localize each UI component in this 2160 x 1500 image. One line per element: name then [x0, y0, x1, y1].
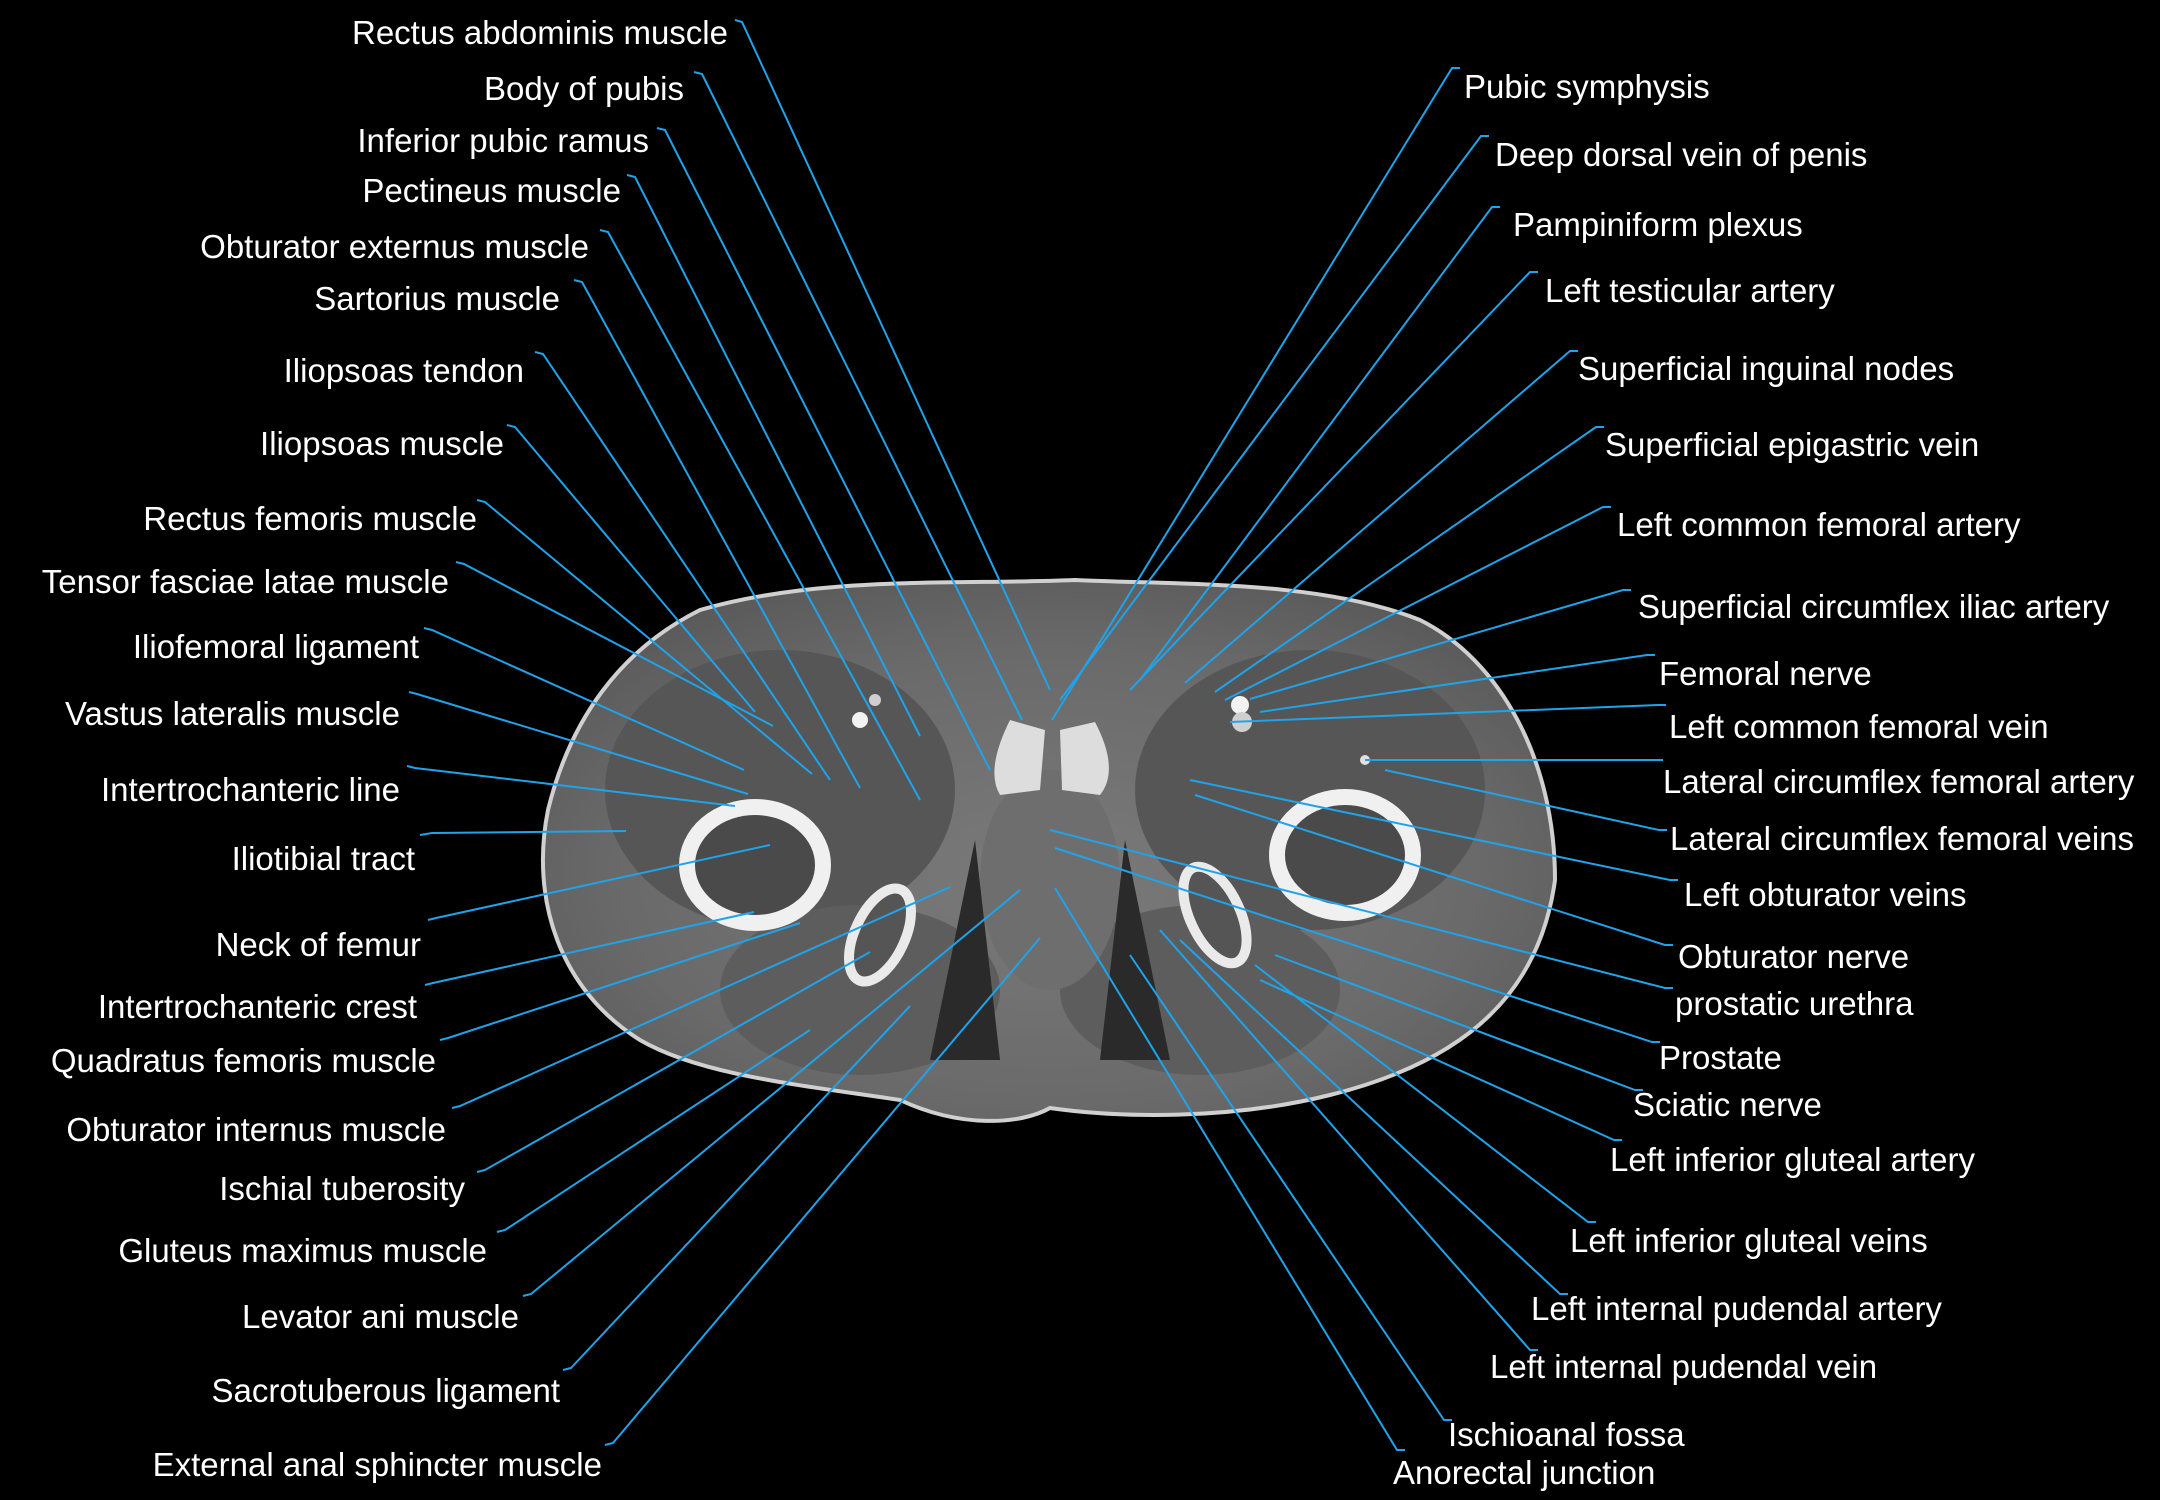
- label-obturator-nerve: Obturator nerve: [1678, 938, 1910, 975]
- femoral-vein-left: [869, 694, 881, 706]
- label-superficial-circumflex-iliac: Superficial circumflex iliac artery: [1638, 588, 2110, 625]
- label-obturator-externus: Obturator externus muscle: [200, 228, 589, 265]
- ischium-right: [1178, 861, 1252, 969]
- femur-right: [1269, 789, 1421, 921]
- label-inferior-pubic-ramus: Inferior pubic ramus: [357, 122, 649, 159]
- leader-lines-left: [406, 19, 1051, 1446]
- label-femoral-nerve: Femoral nerve: [1659, 655, 1872, 692]
- label-body-of-pubis: Body of pubis: [484, 70, 684, 107]
- label-iliotibial-tract: Iliotibial tract: [231, 840, 415, 877]
- label-gluteus-maximus: Gluteus maximus muscle: [118, 1232, 487, 1269]
- label-ischial-tuberosity: Ischial tuberosity: [219, 1170, 465, 1207]
- label-superficial-inguinal-nodes: Superficial inguinal nodes: [1578, 350, 1955, 387]
- label-iliofemoral-ligament: Iliofemoral ligament: [132, 628, 419, 665]
- label-ischioanal-fossa: Ischioanal fossa: [1448, 1416, 1685, 1453]
- label-sacrotuberous-ligament: Sacrotuberous ligament: [211, 1372, 560, 1409]
- ischioanal-fossa-right: [1100, 840, 1170, 1060]
- label-superficial-epigastric-vein: Superficial epigastric vein: [1605, 426, 1980, 463]
- label-prostate: Prostate: [1659, 1039, 1782, 1076]
- label-left-common-femoral-artery: Left common femoral artery: [1617, 506, 2021, 543]
- label-sartorius: Sartorius muscle: [314, 280, 560, 317]
- pubis-right: [1060, 722, 1109, 795]
- label-anorectal-junction: Anorectal junction: [1393, 1454, 1656, 1491]
- label-iliopsoas-tendon: Iliopsoas tendon: [283, 352, 524, 389]
- label-pectineus: Pectineus muscle: [362, 172, 621, 209]
- label-lateral-circumflex-veins: Lateral circumflex femoral veins: [1670, 820, 2134, 857]
- label-external-anal-sphincter: External anal sphincter muscle: [152, 1446, 602, 1483]
- label-left-testicular-artery: Left testicular artery: [1545, 272, 1835, 309]
- label-rectus-femoris: Rectus femoris muscle: [143, 500, 477, 537]
- label-intertrochanteric-crest: Intertrochanteric crest: [97, 988, 417, 1025]
- femoral-artery-right: [1231, 696, 1249, 714]
- leader-lines-right: [1049, 67, 1678, 1451]
- label-intertrochanteric-line: Intertrochanteric line: [101, 771, 400, 808]
- gluteal-left: [720, 905, 1000, 1075]
- label-sciatic-nerve: Sciatic nerve: [1633, 1086, 1822, 1123]
- femoral-artery-left: [852, 712, 868, 728]
- label-prostatic-urethra: prostatic urethra: [1675, 985, 1914, 1022]
- label-left-inferior-gluteal-artery: Left inferior gluteal artery: [1610, 1141, 1976, 1178]
- label-vastus-lateralis: Vastus lateralis muscle: [64, 695, 400, 732]
- pubis-left: [994, 720, 1045, 795]
- label-pubic-symphysis: Pubic symphysis: [1464, 68, 1710, 105]
- label-left-inferior-gluteal-veins: Left inferior gluteal veins: [1570, 1222, 1928, 1259]
- label-left-internal-pudendal-vein: Left internal pudendal vein: [1490, 1348, 1878, 1385]
- label-left-common-femoral-vein: Left common femoral vein: [1669, 708, 2049, 745]
- pelvic-floor: [980, 770, 1120, 990]
- label-rectus-abdominis: Rectus abdominis muscle: [352, 14, 728, 51]
- label-neck-of-femur: Neck of femur: [215, 926, 421, 963]
- label-left-internal-pudendal-artery: Left internal pudendal artery: [1531, 1290, 1942, 1327]
- label-deep-dorsal-vein: Deep dorsal vein of penis: [1495, 136, 1868, 173]
- label-levator-ani: Levator ani muscle: [242, 1298, 519, 1335]
- label-pampiniform-plexus: Pampiniform plexus: [1513, 206, 1803, 243]
- label-left-obturator-veins: Left obturator veins: [1684, 876, 1967, 913]
- label-lateral-circumflex-artery: Lateral circumflex femoral artery: [1663, 763, 2135, 800]
- label-quadratus-femoris: Quadratus femoris muscle: [50, 1042, 436, 1079]
- label-iliopsoas-muscle: Iliopsoas muscle: [260, 425, 504, 462]
- label-obturator-internus: Obturator internus muscle: [66, 1111, 446, 1148]
- label-tensor-fasciae-latae: Tensor fasciae latae muscle: [41, 563, 449, 600]
- femur-left: [679, 799, 831, 931]
